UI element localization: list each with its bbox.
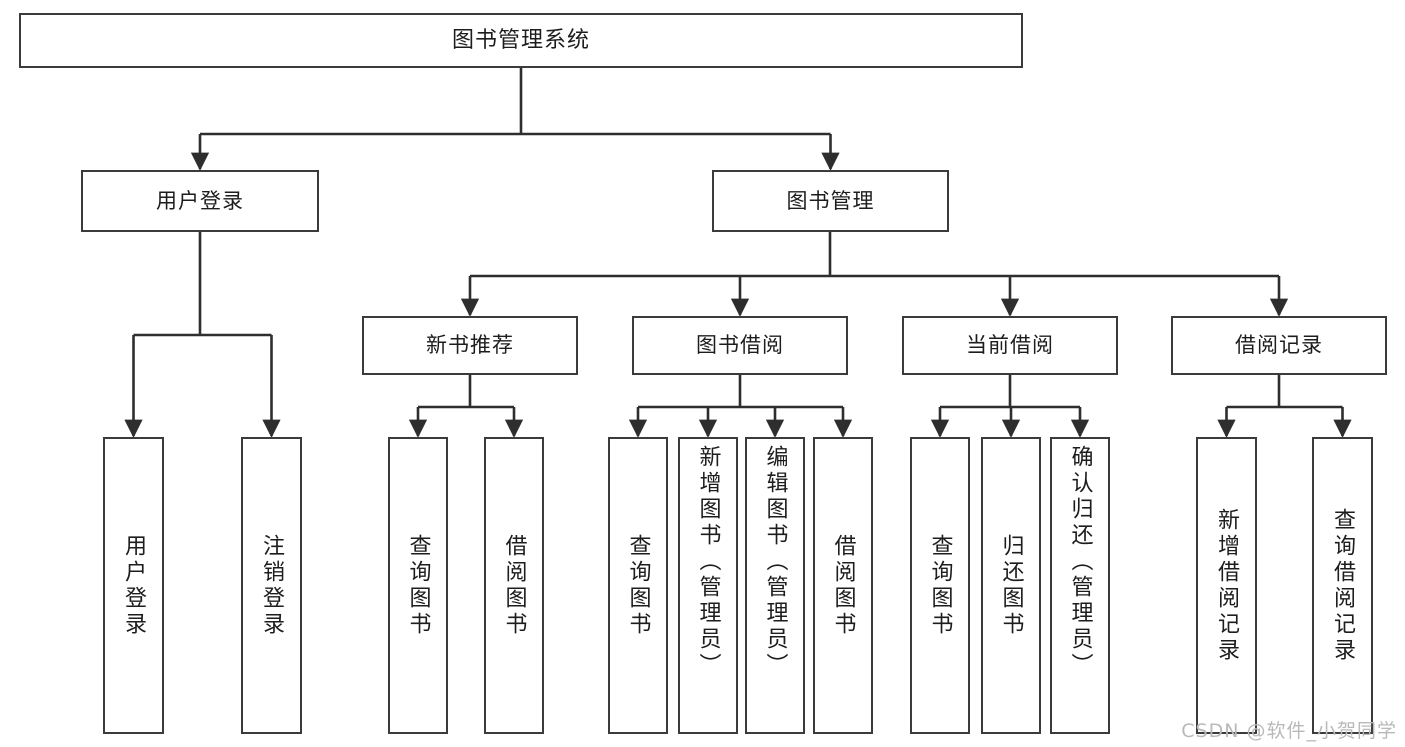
leaf-label: 查询图书 [405, 533, 431, 638]
leaf-confirm-return[interactable]: 确认归还（管理员） [1050, 437, 1110, 734]
leaf-label: 新增图书（管理员） [695, 445, 721, 679]
leaf-query-book-2[interactable]: 查询图书 [608, 437, 668, 734]
node-label: 用户登录 [156, 188, 244, 213]
node-label: 图书管理系统 [451, 27, 590, 53]
leaf-add-record[interactable]: 新增借阅记录 [1196, 437, 1257, 734]
leaf-label: 借阅图书 [830, 533, 856, 638]
leaf-label: 借阅图书 [501, 533, 527, 638]
leaf-label: 查询借阅记录 [1330, 507, 1356, 664]
node-current-borrow[interactable]: 当前借阅 [902, 316, 1118, 375]
leaf-label: 查询图书 [625, 533, 651, 638]
leaf-return-book[interactable]: 归还图书 [981, 437, 1041, 734]
node-label: 借阅记录 [1235, 333, 1323, 358]
leaf-label: 查询图书 [927, 533, 953, 638]
node-label: 当前借阅 [966, 333, 1054, 358]
leaf-query-book-3[interactable]: 查询图书 [910, 437, 970, 734]
node-new-book-rec[interactable]: 新书推荐 [362, 316, 578, 375]
leaf-edit-book[interactable]: 编辑图书（管理员） [745, 437, 805, 734]
leaf-label: 新增借阅记录 [1214, 507, 1240, 664]
node-label: 图书管理 [786, 188, 875, 213]
leaf-add-book[interactable]: 新增图书（管理员） [678, 437, 738, 734]
leaf-query-book-1[interactable]: 查询图书 [388, 437, 448, 734]
node-book-borrow[interactable]: 图书借阅 [632, 316, 848, 375]
leaf-query-record[interactable]: 查询借阅记录 [1312, 437, 1373, 734]
watermark: CSDN @软件_小贺同学 [1181, 720, 1397, 742]
leaf-user-login[interactable]: 用户登录 [103, 437, 164, 734]
leaf-label: 注销登录 [259, 533, 285, 638]
node-user-login[interactable]: 用户登录 [81, 170, 319, 232]
leaf-user-logout[interactable]: 注销登录 [241, 437, 302, 734]
leaf-label: 编辑图书（管理员） [762, 445, 788, 679]
leaf-label: 确认归还（管理员） [1067, 445, 1093, 679]
leaf-label: 归还图书 [998, 533, 1024, 638]
node-book-manage[interactable]: 图书管理 [712, 170, 949, 232]
node-borrow-record[interactable]: 借阅记录 [1171, 316, 1387, 375]
leaf-borrow-book-1[interactable]: 借阅图书 [484, 437, 544, 734]
leaf-borrow-book-2[interactable]: 借阅图书 [813, 437, 873, 734]
node-label: 图书借阅 [696, 333, 784, 358]
node-label: 新书推荐 [426, 333, 514, 358]
leaf-label: 用户登录 [121, 533, 147, 638]
node-root[interactable]: 图书管理系统 [19, 13, 1023, 68]
